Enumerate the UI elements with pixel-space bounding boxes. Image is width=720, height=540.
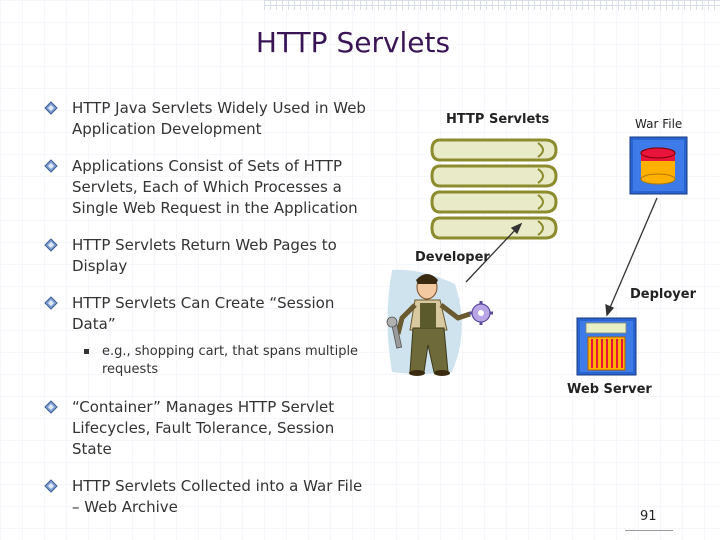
page-number-underline <box>625 530 673 531</box>
bullet-text: HTTP Java Servlets Widely Used in Web Ap… <box>72 99 366 138</box>
diamond-bullet-icon <box>44 400 58 414</box>
developer-figure-icon <box>386 269 493 376</box>
servlet-scrolls-icon <box>430 138 558 240</box>
servlets-label: HTTP Servlets <box>446 112 550 127</box>
diamond-bullet-icon <box>44 238 58 252</box>
deployer-label: Deployer <box>630 287 697 302</box>
war-file-label: War File <box>635 117 683 131</box>
bullet-text: HTTP Servlets Can Create “Session Data” <box>72 294 335 333</box>
slide-title: HTTP Servlets <box>255 26 451 59</box>
bullet-item: HTTP Java Servlets Widely Used in Web Ap… <box>44 98 374 140</box>
page-number: 91 <box>640 509 657 524</box>
diamond-bullet-icon <box>44 296 58 310</box>
web-server-icon <box>576 317 637 376</box>
bullet-list: HTTP Java Servlets Widely Used in Web Ap… <box>44 98 374 534</box>
bullet-item: HTTP Servlets Collected into a War File … <box>44 476 374 518</box>
diamond-bullet-icon <box>44 159 58 173</box>
bullet-text: “Container” Manages HTTP Servlet Lifecyc… <box>72 398 335 458</box>
diamond-bullet-icon <box>44 101 58 115</box>
bullet-item: “Container” Manages HTTP Servlet Lifecyc… <box>44 397 374 460</box>
bullet-text: HTTP Servlets Return Web Pages to Displa… <box>72 236 337 275</box>
bullet-item: HTTP Servlets Return Web Pages to Displa… <box>44 235 374 277</box>
header-grid-band <box>264 0 720 10</box>
sub-bullet-text: e.g., shopping cart, that spans multiple… <box>102 344 359 377</box>
sub-bullet-item: e.g., shopping cart, that spans multiple… <box>44 343 374 379</box>
flow-arrows <box>465 197 658 317</box>
bullet-text: HTTP Servlets Collected into a War File … <box>72 477 363 516</box>
web-server-label: Web Server <box>567 382 652 397</box>
square-bullet-icon <box>84 349 89 354</box>
bullet-item: Applications Consist of Sets of HTTP Ser… <box>44 156 374 219</box>
developer-label: Developer <box>415 250 490 265</box>
diamond-bullet-icon <box>44 479 58 493</box>
bullet-item: HTTP Servlets Can Create “Session Data” <box>44 293 374 335</box>
bullet-text: Applications Consist of Sets of HTTP Ser… <box>72 157 358 217</box>
war-file-icon <box>629 136 688 195</box>
